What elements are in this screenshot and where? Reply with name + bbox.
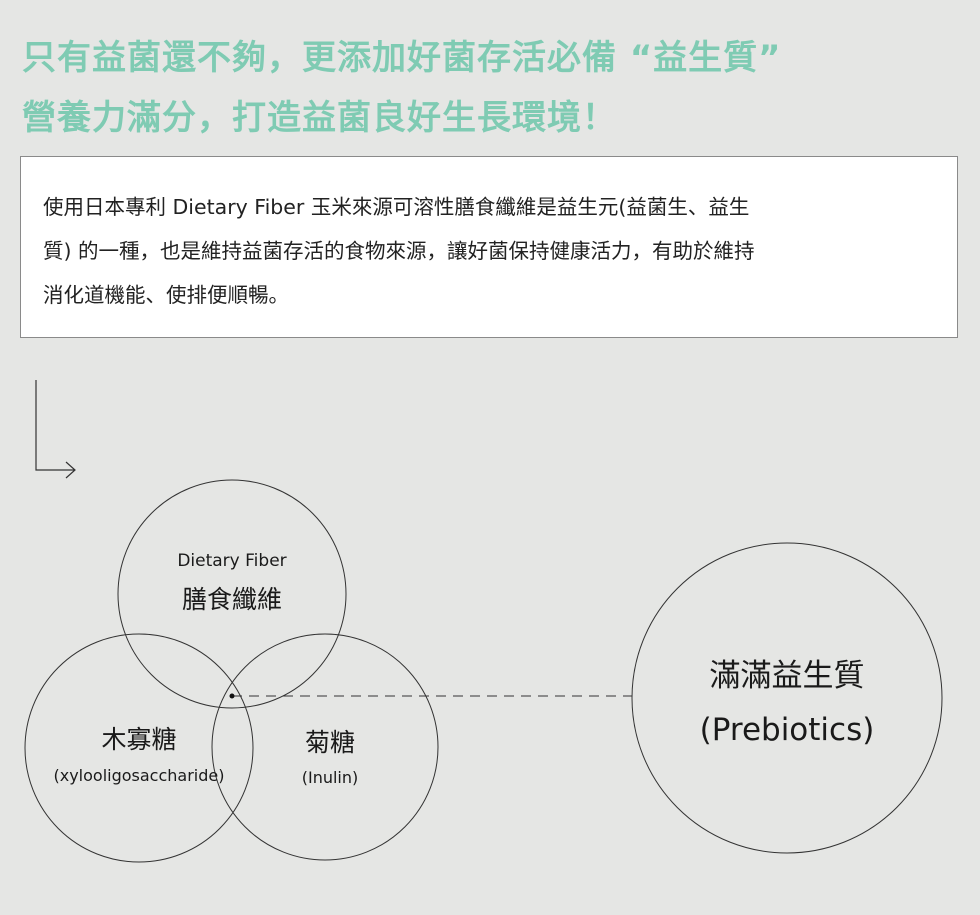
xylo-en-label: (xylooligosaccharide) <box>53 766 225 785</box>
headline-line-2: 營養力滿分，打造益菌良好生長環境！ <box>22 98 617 138</box>
xylo-zh-label: 木寡糖 <box>101 725 177 754</box>
result-en-label: (Prebiotics) <box>699 712 875 748</box>
inulin-zh-label: 菊糖 <box>304 728 355 757</box>
connector-dot <box>229 693 235 699</box>
circle-inulin <box>211 633 439 861</box>
circle-fiber <box>117 479 347 709</box>
fiber-zh-label: 膳食纖維 <box>181 585 282 614</box>
fiber-en-label: Dietary Fiber <box>177 551 287 571</box>
result-zh-label: 滿滿益生質 <box>709 658 865 694</box>
headline-line-1: 只有益菌還不夠，更添加好菌存活必備 “益生質” <box>22 38 782 78</box>
elbow-arrow-icon <box>35 380 76 479</box>
inulin-en-label: (Inulin) <box>301 768 359 787</box>
headline: 只有益菌還不夠，更添加好菌存活必備 “益生質” 營養力滿分，打造益菌良好生長環境… <box>22 28 782 148</box>
circle-xylo <box>24 633 254 863</box>
description-box: 使用日本專利 Dietary Fiber 玉米來源可溶性膳食纖維是益生元(益菌生… <box>20 156 958 338</box>
circle-result <box>631 542 943 854</box>
